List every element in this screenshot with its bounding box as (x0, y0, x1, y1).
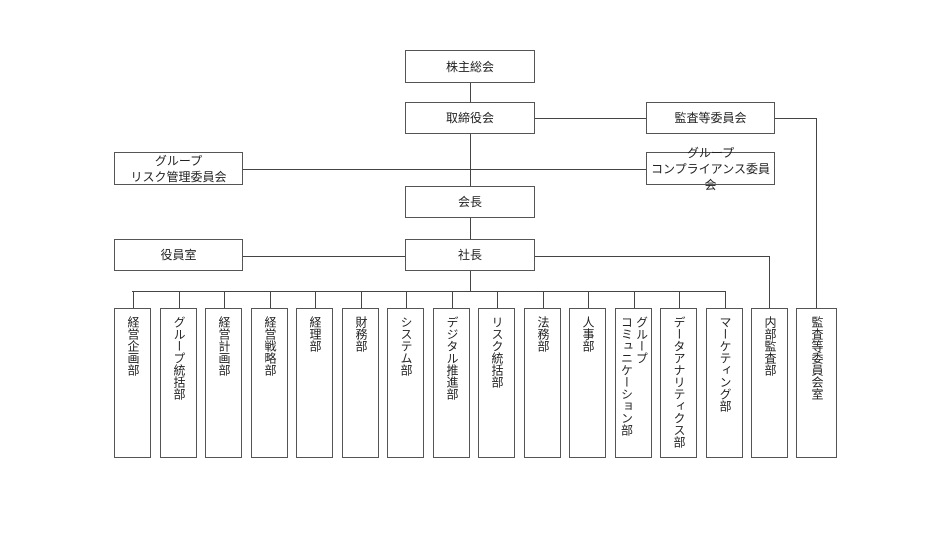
department-box: リスク統括部 (478, 308, 515, 458)
department-label: 経営計画部 (217, 316, 231, 376)
department-box: デジタル推進部 (433, 308, 470, 458)
audit-committee-office-label: 監査等委員会室 (810, 316, 824, 400)
department-box: 法務部 (524, 308, 561, 458)
compliance-committee-label-line1: グループ (686, 145, 735, 160)
department-connector (725, 291, 726, 308)
connector-chairman-president (470, 218, 471, 239)
department-label: 人事部 (581, 316, 595, 352)
department-box: マーケティング部 (706, 308, 743, 458)
department-box: 経営企画部 (114, 308, 151, 458)
department-label: グループ (634, 316, 649, 364)
department-connector (588, 291, 589, 308)
executive-office-label: 役員室 (160, 248, 197, 262)
chairman-label: 会長 (457, 195, 482, 209)
compliance-committee-label-line2: コンプライアンス委員会 (651, 161, 770, 192)
department-connector (406, 291, 407, 308)
department-connector (179, 291, 180, 308)
president-label: 社長 (457, 248, 482, 262)
department-label: 経営企画部 (126, 316, 140, 376)
connector-president-internal-audit (535, 256, 769, 257)
risk-committee-label-line2: リスク管理委員会 (130, 169, 227, 184)
audit-committee-label: 監査等委員会 (674, 111, 747, 125)
connector-audit-committee-office (816, 118, 817, 308)
internal-audit-box: 内部監査部 (751, 308, 788, 458)
connector-audit-committee-right (775, 118, 817, 119)
department-box: グループ統括部 (160, 308, 197, 458)
department-box: データアナリティクス部 (660, 308, 697, 458)
department-label: コミュニケーション部 (619, 316, 634, 436)
connector-shareholders-board (470, 83, 471, 102)
department-label: データアナリティクス部 (672, 316, 686, 448)
department-label: グループ統括部 (172, 316, 186, 400)
department-box: グループコミュニケーション部 (615, 308, 652, 458)
audit-committee-box: 監査等委員会 (646, 102, 775, 134)
department-label: 財務部 (354, 316, 368, 352)
department-connector (361, 291, 362, 308)
department-label: デジタル推進部 (445, 316, 459, 400)
department-connector (497, 291, 498, 308)
department-label: リスク統括部 (490, 316, 504, 388)
chairman-box: 会長 (405, 186, 535, 218)
shareholders-meeting-label: 株主総会 (445, 59, 494, 74)
shareholders-meeting-box: 株主総会 (405, 50, 535, 83)
department-box: 人事部 (569, 308, 606, 458)
department-connector (543, 291, 544, 308)
department-label: マーケティング部 (718, 316, 732, 412)
connector-board-audit-committee (535, 118, 646, 119)
connector-board-chairman (470, 134, 471, 186)
department-connector (133, 291, 134, 308)
department-connector (224, 291, 225, 308)
connector-president-bus (470, 271, 471, 291)
risk-committee-box: グループ リスク管理委員会 (114, 152, 243, 185)
department-label: 法務部 (536, 316, 550, 352)
department-box: システム部 (387, 308, 424, 458)
connector-internal-audit (769, 256, 770, 308)
compliance-committee-box: グループ コンプライアンス委員会 (646, 146, 775, 192)
department-label: 経営戦略部 (263, 316, 277, 376)
board-of-directors-box: 取締役会 (405, 102, 535, 134)
department-box: 経営戦略部 (251, 308, 288, 458)
audit-committee-office-box: 監査等委員会室 (796, 308, 837, 458)
executive-office-box: 役員室 (114, 239, 243, 271)
risk-committee-label-line1: グループ (154, 153, 203, 168)
department-box: 財務部 (342, 308, 379, 458)
connector-committees (243, 169, 646, 170)
department-connector (270, 291, 271, 308)
department-connector (679, 291, 680, 308)
department-connector (315, 291, 316, 308)
department-box: 経営計画部 (205, 308, 242, 458)
department-connector (634, 291, 635, 308)
department-label: システム部 (399, 316, 413, 376)
department-bus (132, 291, 725, 292)
department-connector (452, 291, 453, 308)
board-of-directors-label: 取締役会 (445, 111, 494, 125)
department-label: 経理部 (308, 316, 322, 352)
president-box: 社長 (405, 239, 535, 271)
connector-executive-office (243, 256, 405, 257)
internal-audit-label: 内部監査部 (763, 316, 777, 376)
department-box: 経理部 (296, 308, 333, 458)
